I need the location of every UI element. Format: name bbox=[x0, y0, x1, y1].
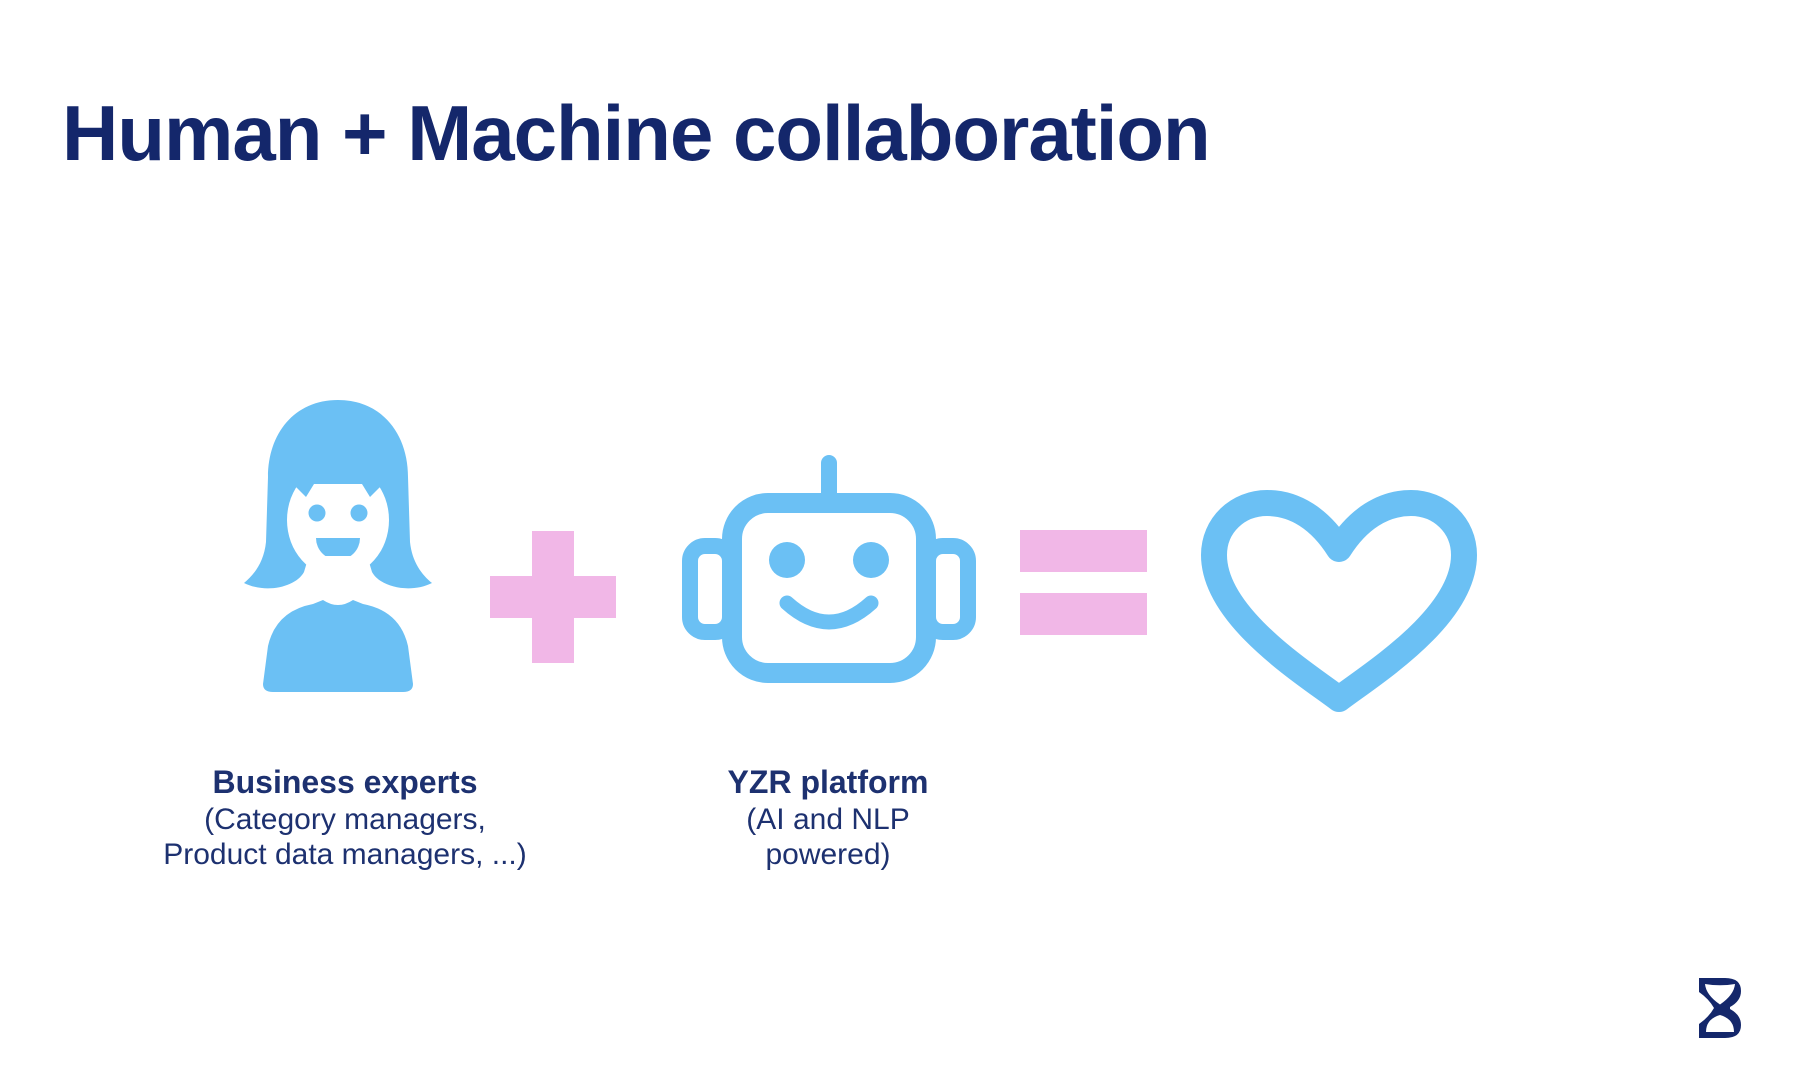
human-caption-line1: (Category managers, bbox=[204, 803, 486, 836]
human-caption-title: Business experts bbox=[212, 764, 478, 800]
equals-bar bbox=[1020, 530, 1147, 572]
page-title: Human + Machine collaboration bbox=[62, 89, 1211, 178]
machine-caption: YZR platform (AI and NLP powered) bbox=[648, 762, 1008, 872]
equals-bar bbox=[1020, 593, 1147, 635]
machine-caption-line1: (AI and NLP bbox=[746, 803, 910, 836]
machine-caption-title: YZR platform bbox=[727, 764, 929, 800]
human-caption: Business experts (Category managers, Pro… bbox=[95, 762, 595, 872]
yzr-hourglass-logo-icon bbox=[1697, 977, 1743, 1039]
machine-caption-line2: powered) bbox=[765, 838, 891, 871]
robot-icon bbox=[680, 453, 978, 683]
heart-icon bbox=[1188, 477, 1490, 717]
plus-icon bbox=[490, 531, 616, 663]
woman-user-icon bbox=[233, 392, 443, 692]
equals-icon bbox=[1020, 530, 1147, 635]
human-caption-line2: Product data managers, ...) bbox=[163, 838, 527, 871]
